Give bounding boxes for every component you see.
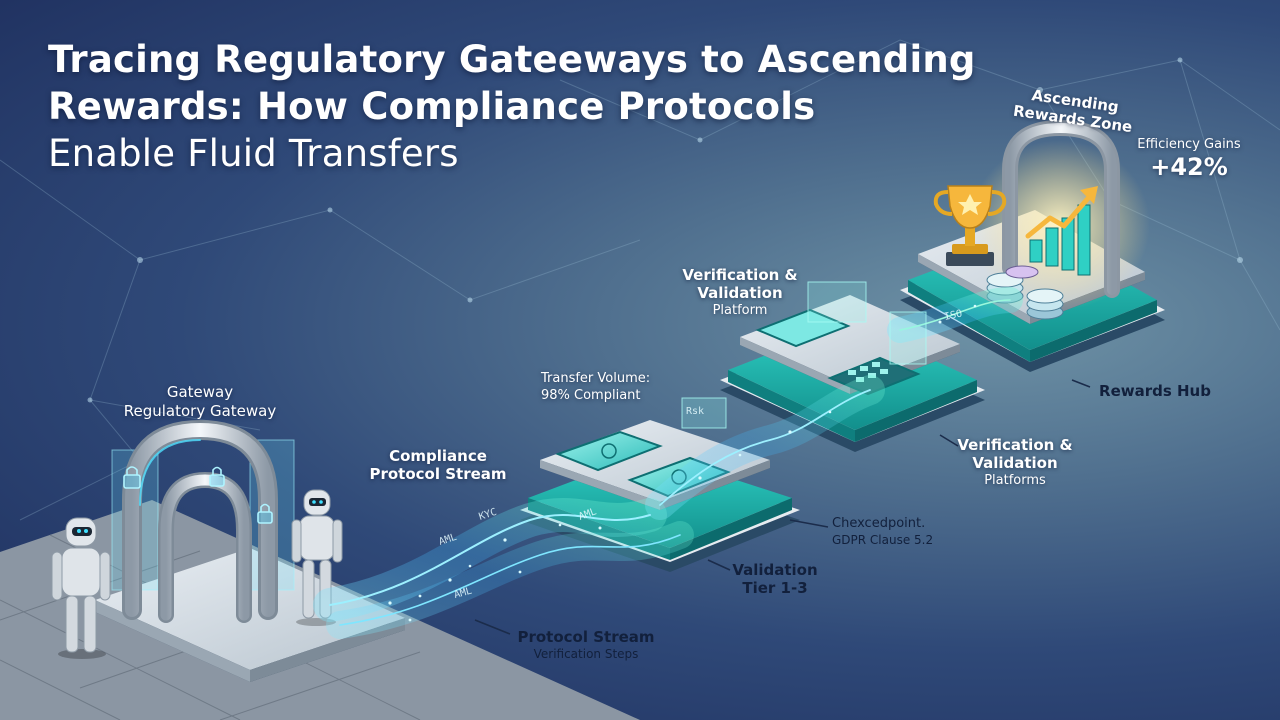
stream-text-kyc: KYC xyxy=(478,507,499,523)
label-verif-right-line-1: Verification & xyxy=(957,436,1073,454)
lock-icon xyxy=(123,466,141,489)
label-rewards-hub: Rewards Hub xyxy=(1090,382,1220,400)
label-verif-right-line-2: Validation xyxy=(972,454,1058,472)
label-protocol-stream: Protocol Stream Verification Steps xyxy=(506,628,666,662)
page-title: Tracing Regulatory Gateeways to Ascendin… xyxy=(48,36,1008,177)
title-line-3: Enable Fluid Transfers xyxy=(48,132,459,175)
label-rewards-hub-text: Rewards Hub xyxy=(1099,382,1211,400)
label-efficiency-value: +42% xyxy=(1150,153,1228,181)
label-transfer-line-2: 98% Compliant xyxy=(541,388,641,403)
label-verif-top-line-2: Validation xyxy=(697,284,783,302)
label-efficiency-text: Efficiency Gains xyxy=(1137,137,1241,152)
trend-arrow-icon xyxy=(1025,186,1098,239)
title-line-2: Rewards: How Compliance Protocols xyxy=(48,85,816,128)
label-gateway-line-1: Gateway xyxy=(166,383,234,401)
label-transfer-volume: Transfer Volume: 98% Compliant xyxy=(541,370,681,404)
robot-left xyxy=(51,517,111,659)
lock-icon xyxy=(257,503,273,524)
stream-text: AML AML AML KYC ISO Rsk xyxy=(438,308,964,600)
label-validation-line-2: Tier 1-3 xyxy=(742,579,808,597)
stream-text-rsk: Rsk xyxy=(686,406,704,417)
label-efficiency-gains: Efficiency Gains +42% xyxy=(1124,136,1254,181)
label-checkpoint-line-2: GDPR Clause 5.2 xyxy=(832,533,934,547)
stream-particles xyxy=(388,304,977,622)
label-transfer-line-1: Transfer Volume: xyxy=(541,371,651,386)
label-regulatory-gateway: Gateway Regulatory Gateway xyxy=(100,383,300,421)
label-validation-line-1: Validation xyxy=(732,561,818,579)
lock-icon xyxy=(209,466,225,487)
label-verification-platform-top: Verification & Validation Platform xyxy=(680,266,800,319)
label-compliance-line-1: Compliance xyxy=(389,447,487,465)
label-validation-tier: Validation Tier 1-3 xyxy=(720,561,830,597)
leader-lines xyxy=(474,379,1091,635)
label-protocol-line-2: Verification Steps xyxy=(533,647,639,661)
label-verif-top-line-3: Platform xyxy=(712,303,768,318)
label-compliance-protocol-stream: Compliance Protocol Stream xyxy=(358,447,518,483)
label-checkpoint: Chexcedpoint. GDPR Clause 5.2 xyxy=(832,515,972,548)
label-protocol-line-1: Protocol Stream xyxy=(517,628,655,646)
label-compliance-line-2: Protocol Stream xyxy=(369,465,507,483)
stream-floating-panels xyxy=(681,281,927,429)
label-verif-top-line-1: Verification & xyxy=(682,266,798,284)
label-checkpoint-line-1: Chexcedpoint. xyxy=(832,516,926,531)
label-verification-platforms-right: Verification & Validation Platforms xyxy=(950,436,1080,489)
label-verif-right-line-3: Platforms xyxy=(984,473,1046,488)
label-gateway-line-2: Regulatory Gateway xyxy=(123,402,277,420)
trophy-icon xyxy=(933,185,1007,266)
protocol-stream xyxy=(313,287,1023,639)
stream-text-aml-2: AML xyxy=(453,586,473,601)
stream-text-iso: ISO xyxy=(943,308,963,323)
stream-text-aml-1: AML xyxy=(438,532,459,548)
title-line-1: Tracing Regulatory Gateeways to Ascendin… xyxy=(48,38,976,81)
